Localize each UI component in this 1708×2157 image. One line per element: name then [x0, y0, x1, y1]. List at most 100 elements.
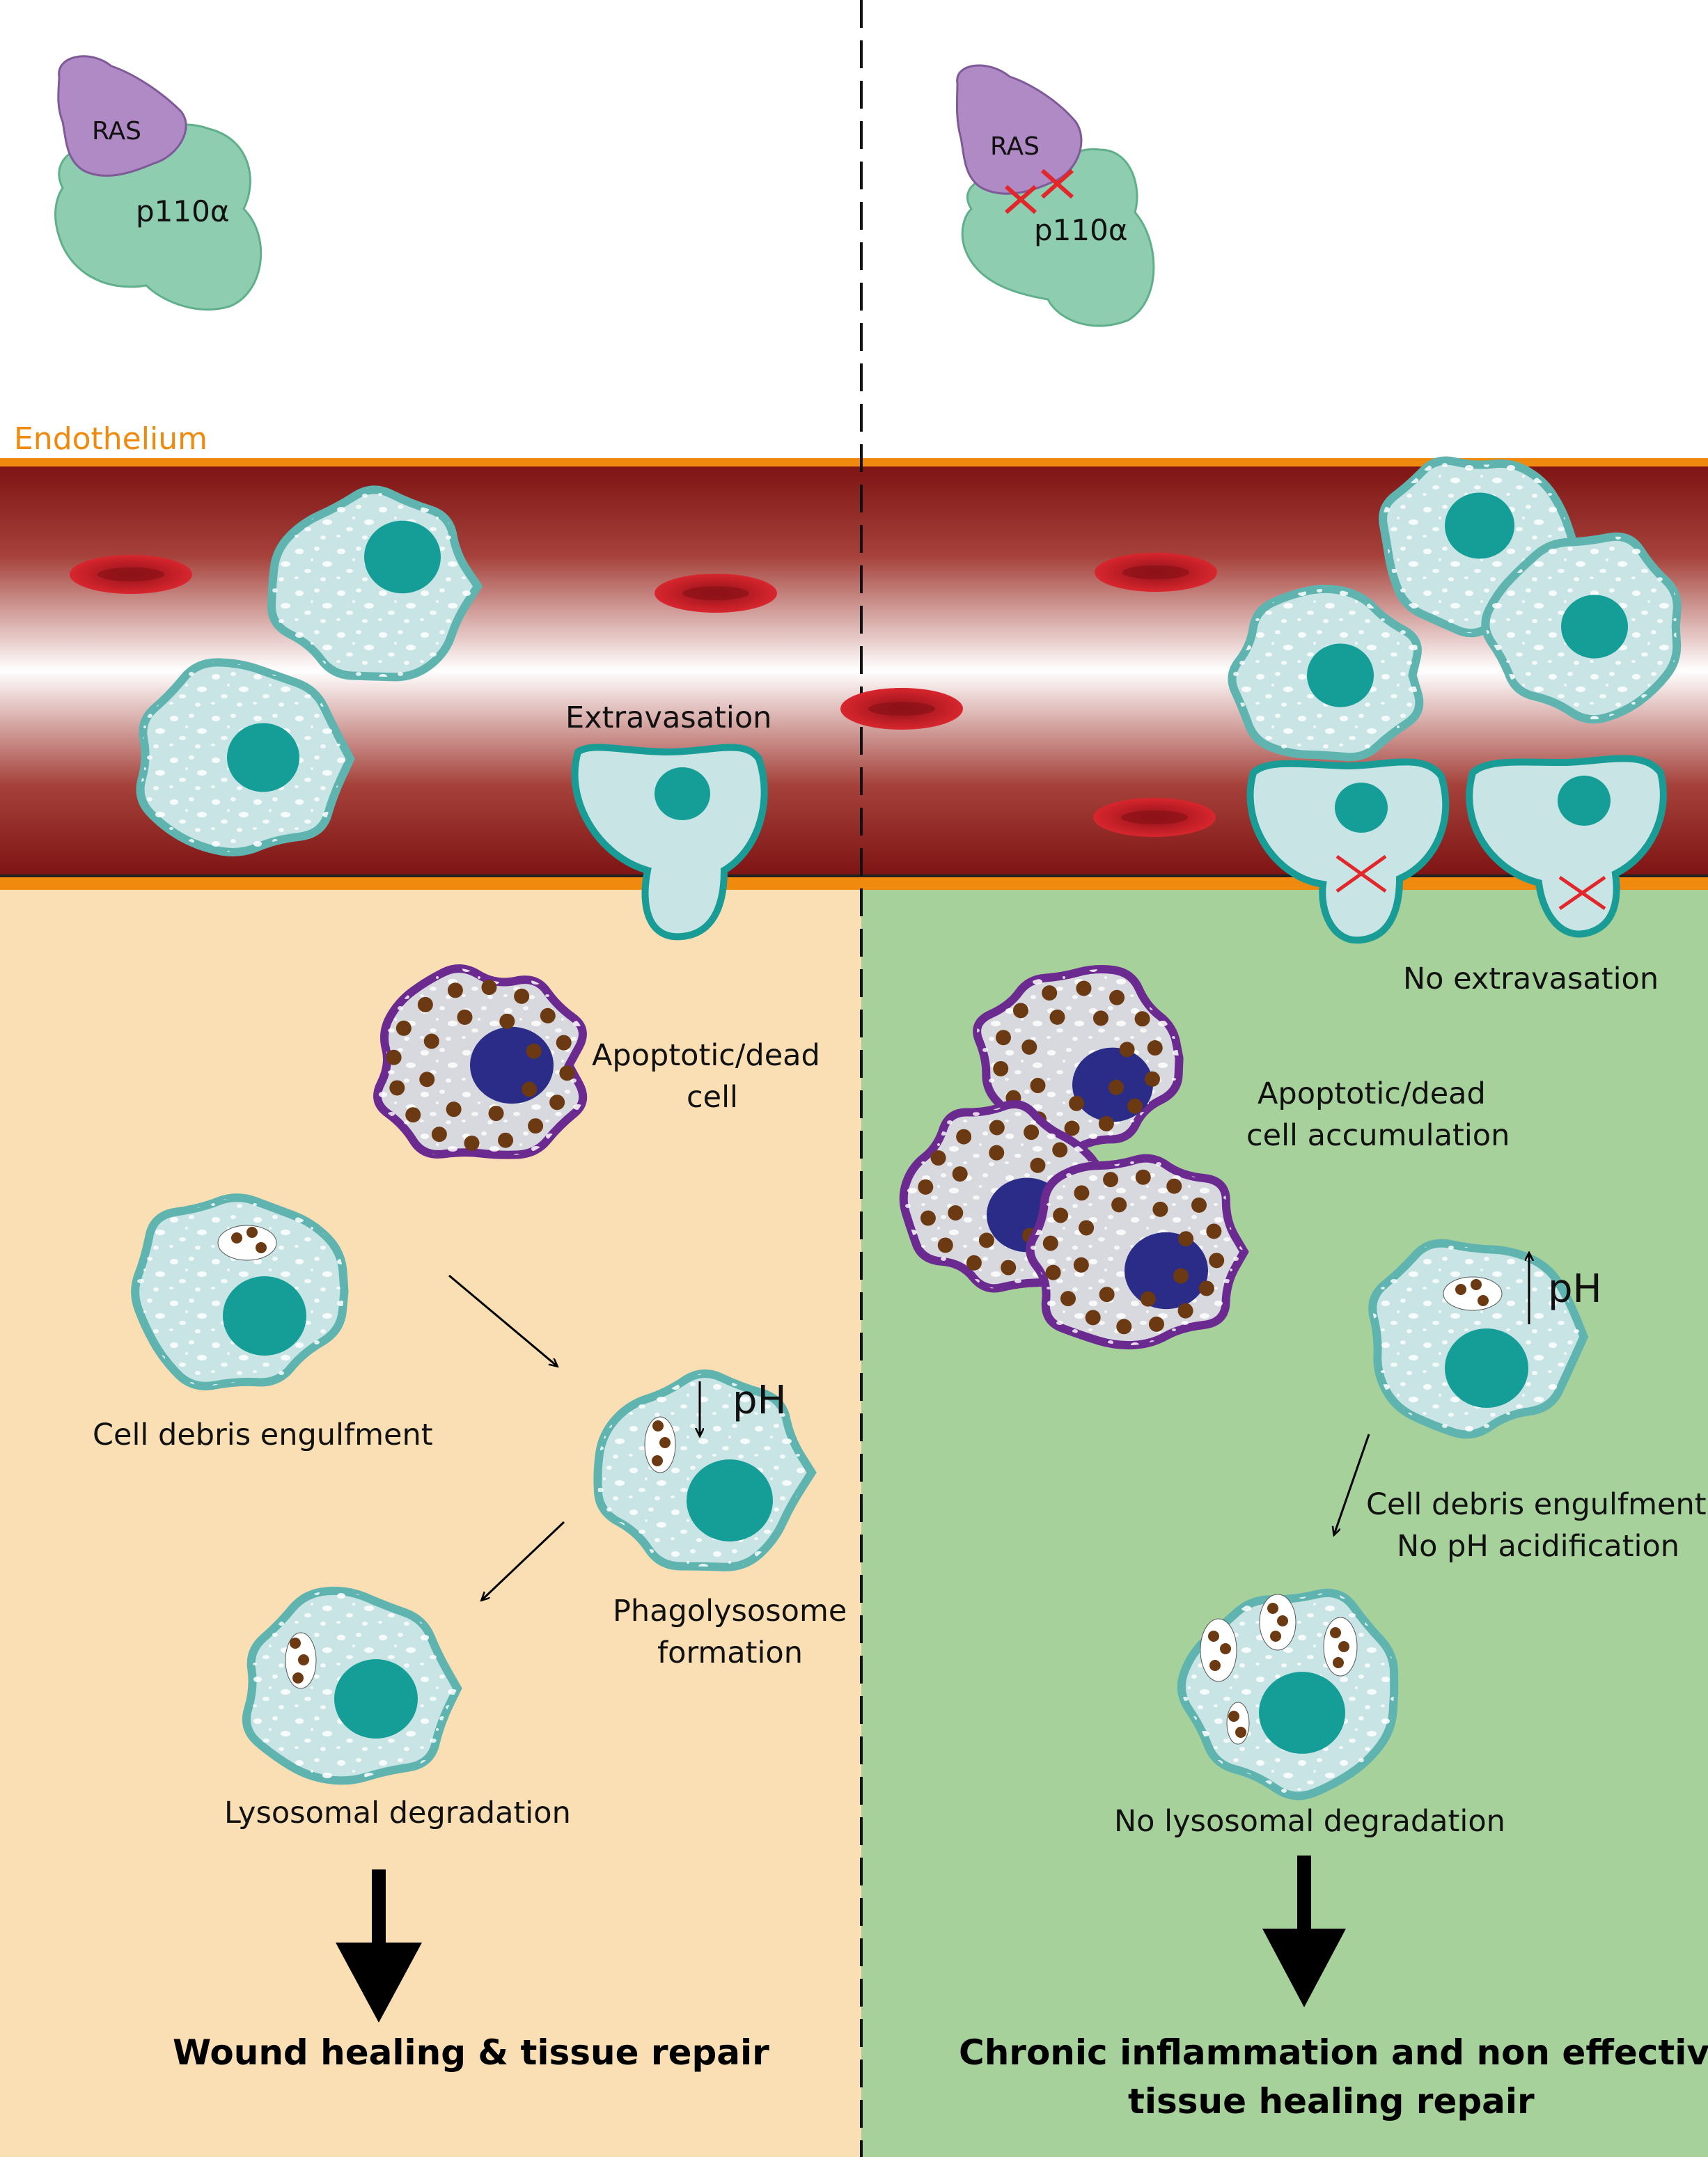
nucleus [1259, 1672, 1345, 1754]
endothelium-bottom-line [0, 877, 1708, 890]
debris-granule [1333, 1657, 1344, 1668]
granule [1021, 1039, 1037, 1055]
apoptotic-label-line2: cell [687, 1080, 738, 1115]
apoptotic-accum-label-line2: cell accumulation [1246, 1118, 1510, 1153]
nucleus [1335, 783, 1388, 833]
debris-granule [246, 1227, 258, 1238]
granule [1079, 1220, 1095, 1236]
granule [1135, 1169, 1151, 1185]
granule [499, 1013, 515, 1029]
granule [1116, 1319, 1132, 1335]
macrophage-cell [1368, 1239, 1589, 1439]
cross-icon [1558, 875, 1606, 911]
granule [389, 1080, 405, 1096]
granule [1073, 1257, 1089, 1273]
outcome-arrow-icon [336, 1869, 422, 2023]
granule [522, 1081, 538, 1097]
nucleus [1125, 1232, 1208, 1310]
right-outcome-line2: tissue healing repair [1128, 2081, 1535, 2121]
granule [498, 1132, 514, 1148]
nucleus [227, 723, 299, 792]
granule [948, 1205, 964, 1221]
debris-granule [652, 1420, 664, 1432]
granule [549, 1095, 565, 1111]
rbc [1093, 798, 1216, 837]
macrophage-layer [131, 456, 1682, 1801]
granule [556, 1035, 572, 1051]
granule [447, 982, 463, 998]
granule [1103, 1172, 1119, 1188]
debris-granule [659, 1437, 671, 1448]
granule [1099, 1287, 1115, 1303]
debris-granule [1270, 1631, 1281, 1642]
granule [1012, 1003, 1028, 1019]
macrophage-cell [136, 658, 355, 856]
granule [956, 1129, 972, 1145]
granule [1053, 1207, 1069, 1223]
granule [1098, 1115, 1114, 1131]
debris-granule [290, 1638, 301, 1649]
red-blood-cells [70, 553, 1217, 837]
extravasating-macrophage [571, 744, 768, 941]
rbc [655, 574, 777, 613]
ph-label-right: pH [1548, 1266, 1602, 1312]
granule [559, 1065, 575, 1081]
apoptotic-label-line1: Apoptotic/dead [592, 1038, 820, 1073]
endothelium-label: Endothelium [14, 421, 207, 457]
debris-granule [231, 1232, 242, 1244]
debris-granule [1235, 1727, 1246, 1738]
debris-granule [1455, 1284, 1466, 1295]
granule [1173, 1268, 1189, 1284]
macrophage-cell [593, 1370, 817, 1571]
right-protein-complex: RAS p110α [955, 64, 1155, 327]
granule [1144, 1071, 1160, 1087]
granule [1140, 1291, 1156, 1307]
granule [1049, 1009, 1065, 1025]
granule [417, 996, 433, 1012]
extravasation-label: Extravasation [565, 700, 771, 735]
apoptotic-cell [1026, 1154, 1249, 1350]
arrow-icon [482, 1521, 565, 1600]
granule [1148, 1316, 1164, 1332]
cross-icon [1335, 854, 1387, 893]
left-ras-label: RAS [92, 117, 141, 146]
debris-granule [652, 1455, 663, 1466]
granule [1030, 1078, 1046, 1094]
granule [1147, 1040, 1163, 1056]
macrophage-cell [1228, 584, 1424, 762]
nucleus [1307, 643, 1374, 707]
rbc [1095, 553, 1217, 592]
no-extravasation-label: No extravasation [1403, 962, 1659, 996]
right-p110-label: p110α [1034, 213, 1128, 247]
nucleus [655, 767, 710, 820]
granule [920, 1210, 936, 1226]
debris-granule [1478, 1295, 1489, 1306]
nucleus [364, 520, 441, 594]
granule [1111, 1197, 1127, 1213]
granule [405, 1107, 421, 1123]
nucleus [1561, 595, 1628, 659]
nucleus [223, 1276, 306, 1356]
debris-granule [292, 1672, 304, 1684]
granule [1024, 1124, 1040, 1140]
debris-granule [1208, 1631, 1219, 1642]
macrophage-cell [1481, 532, 1682, 724]
apoptotic-cell [373, 964, 588, 1159]
granule [419, 1072, 435, 1088]
granule [1042, 1235, 1058, 1251]
engulfment-label: Cell debris engulfment [93, 1418, 433, 1452]
granule [481, 980, 497, 996]
left-outcome-label: Wound healing & tissue repair [173, 2032, 769, 2073]
engulfment-label-right-line1: Cell debris engulfment [1366, 1487, 1707, 1522]
arrow-icon [448, 1274, 557, 1366]
apoptotic-cell-layer [373, 964, 1249, 1350]
granule [1076, 980, 1092, 996]
granule [1152, 1201, 1168, 1217]
granule [978, 1232, 994, 1248]
granule [952, 1166, 968, 1182]
left-p110-label: p110α [136, 194, 230, 228]
blocked-macrophage [1246, 758, 1450, 944]
debris-granule [298, 1654, 309, 1665]
macrophage-cell [1177, 1588, 1399, 1801]
phagolysosome-label-line2: formation [657, 1636, 803, 1670]
